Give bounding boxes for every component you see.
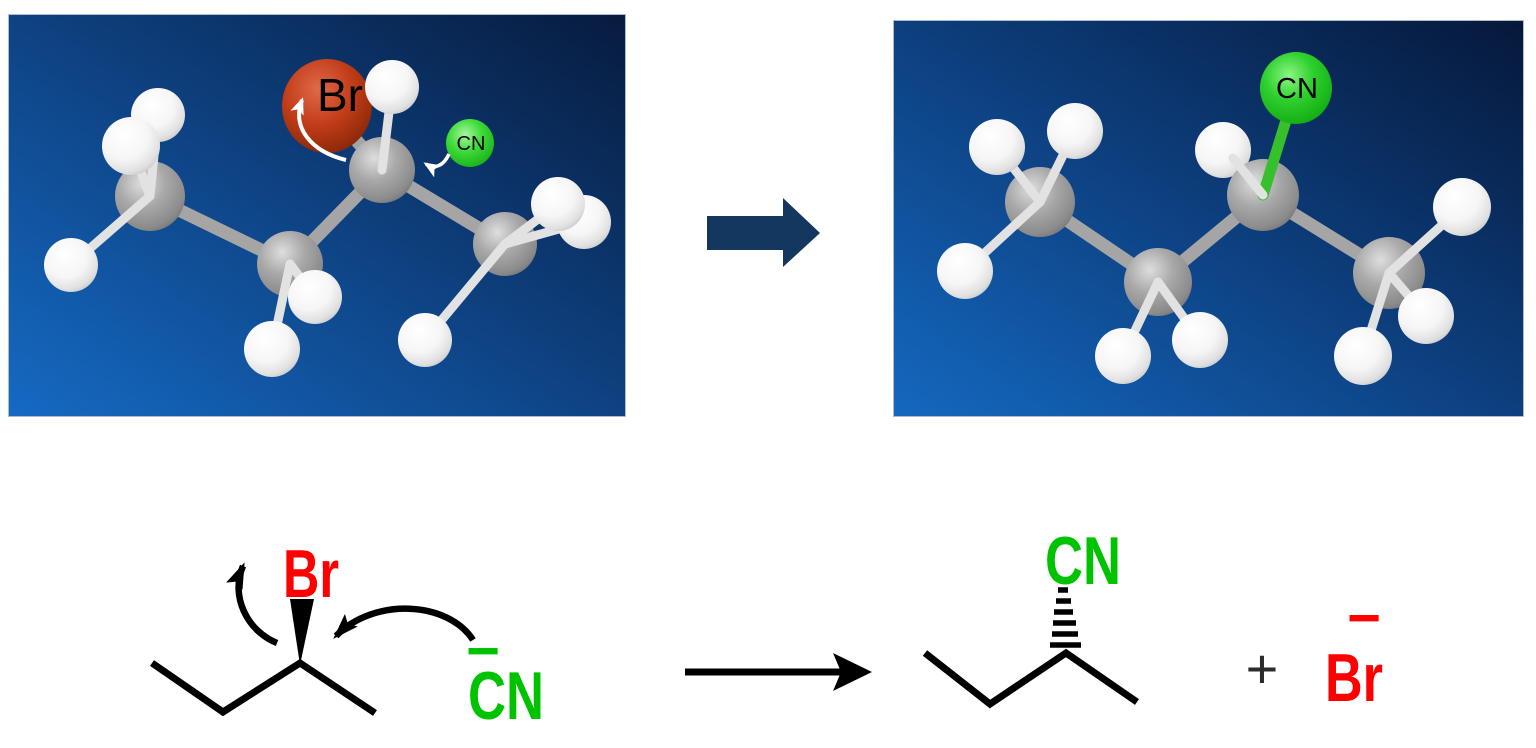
curved-arrow-br-leaving bbox=[290, 97, 347, 162]
hydrogen-atom bbox=[244, 321, 300, 377]
hydrogen-atom bbox=[937, 243, 993, 299]
hashed-wedge-bond bbox=[1050, 587, 1081, 648]
hydrogen-atom bbox=[365, 60, 419, 114]
cyanide-atom bbox=[1260, 52, 1332, 124]
bromide-ion-label: Br bbox=[1325, 640, 1383, 716]
nucleophile-charge: − bbox=[466, 618, 500, 683]
hydrogen-atom bbox=[288, 270, 342, 324]
plus-sign: + bbox=[1246, 637, 1279, 700]
hydrogen-atom bbox=[102, 117, 160, 175]
hydrogen-atom bbox=[969, 119, 1025, 175]
hydrogen-atom bbox=[398, 313, 452, 367]
product-3d-panel: CN bbox=[893, 20, 1524, 417]
reactant-skeleton bbox=[150, 658, 377, 717]
wedge-bond bbox=[290, 599, 314, 665]
hydrogen-atom bbox=[44, 238, 98, 292]
cyanide-atom-label: CN bbox=[1276, 73, 1318, 105]
hydrogen-atom bbox=[1095, 328, 1151, 384]
hydrogen-atom bbox=[1398, 288, 1454, 344]
bromide-charge: − bbox=[1347, 585, 1381, 650]
hydrogen-atom bbox=[531, 177, 585, 231]
hydrogen-atom bbox=[1172, 312, 1228, 368]
block-arrow-icon bbox=[707, 198, 820, 267]
hydrogen-atoms bbox=[937, 103, 1491, 385]
leaving-group-label: Br bbox=[283, 536, 339, 612]
hydrogen-atom bbox=[1047, 103, 1103, 159]
hydrogen-atom bbox=[1334, 327, 1392, 385]
cyanide-atom-label: CN bbox=[457, 133, 486, 155]
reaction-arrow-head bbox=[833, 653, 872, 691]
right-block-arrow bbox=[707, 198, 820, 267]
curved-arrow-br-leaving bbox=[226, 562, 279, 647]
product-substituent-label: CN bbox=[1045, 523, 1121, 599]
bromine-atom bbox=[282, 59, 372, 153]
hydrogen-atoms bbox=[44, 60, 611, 377]
nucleophile-label: CN bbox=[468, 658, 544, 734]
reactant-3d-panel: Br CN bbox=[8, 14, 626, 417]
reaction-scheme-2d: Br CN − CN + Br − bbox=[150, 523, 1383, 734]
cyanide-atom bbox=[446, 119, 494, 167]
product-skeleton bbox=[922, 648, 1139, 709]
hydrogen-atom bbox=[1433, 178, 1491, 236]
bromine-atom-label: Br bbox=[317, 69, 363, 121]
curved-arrow-cn-attack bbox=[333, 605, 476, 642]
curved-arrow-cn-attack bbox=[423, 153, 451, 178]
